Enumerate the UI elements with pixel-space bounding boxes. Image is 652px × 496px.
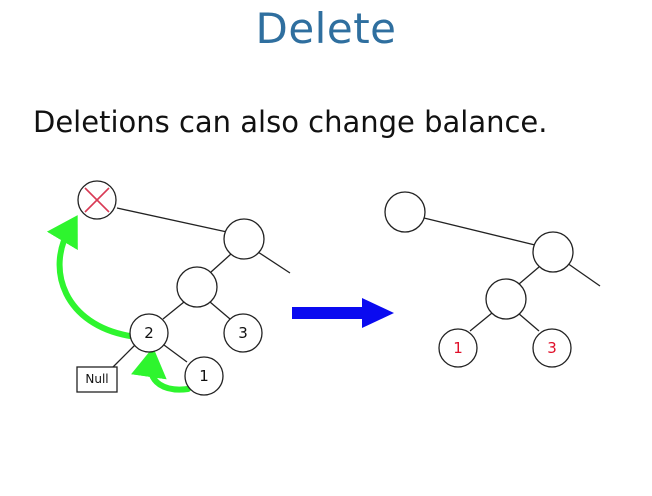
left-node-1: 1	[184, 356, 224, 396]
right-edge-root-leftchild	[518, 266, 540, 285]
slide-subtitle: Deletions can also change balance.	[33, 105, 548, 139]
right-edge-leftchild-node1	[469, 312, 493, 332]
left-edge-leftchild-node2	[162, 301, 185, 320]
right-edge-root-right	[566, 262, 601, 287]
left-node-2: 2	[129, 313, 169, 353]
left-edge-root-leftchild	[210, 253, 232, 273]
left-edge-node2-null	[111, 344, 136, 369]
left-edge-deleted-root	[116, 207, 228, 233]
right-node-1-label: 1	[453, 339, 463, 357]
left-node-leftchild	[176, 266, 218, 308]
left-node-3-label: 3	[238, 324, 248, 342]
green-arrow-node1-to-node2	[131, 347, 191, 393]
left-node-3: 3	[223, 313, 263, 353]
left-node-root	[223, 218, 265, 260]
right-node-3-label: 3	[547, 339, 557, 357]
left-node-deleted	[77, 180, 117, 220]
right-node-detached	[384, 191, 426, 233]
null-label: Null	[85, 372, 108, 386]
right-node-3: 3	[532, 328, 572, 368]
left-edge-node2-node1	[163, 344, 188, 363]
right-edge-leftchild-node3	[517, 312, 540, 332]
left-node-2-label: 2	[144, 324, 154, 342]
left-node-1-label: 1	[199, 367, 209, 385]
null-box: Null	[76, 366, 118, 393]
transition-arrow	[292, 298, 394, 328]
slide-title: Delete	[255, 4, 397, 53]
right-node-root	[532, 231, 574, 273]
green-arrow-node2-to-deleted	[46, 215, 133, 339]
left-edge-leftchild-node3	[209, 301, 231, 320]
right-node-1: 1	[438, 328, 478, 368]
left-tree: 2 3 1 Null	[46, 180, 291, 396]
right-node-leftchild	[485, 278, 527, 320]
right-tree: 1 3	[384, 191, 601, 368]
right-edge-detached-root	[423, 217, 536, 246]
left-edge-root-right	[257, 251, 291, 274]
